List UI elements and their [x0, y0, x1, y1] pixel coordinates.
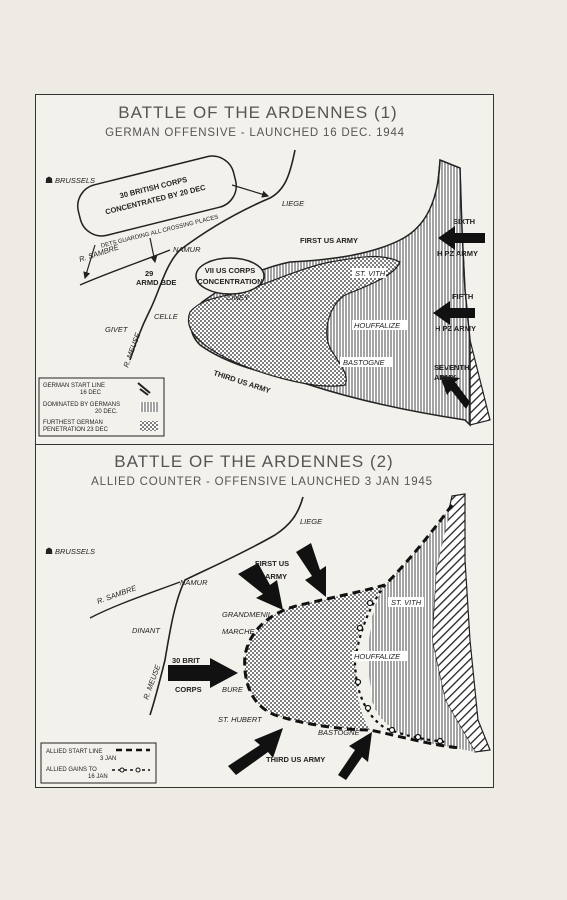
map2-brussels: BRUSSELS — [55, 547, 95, 556]
map1-houffalize-bg — [352, 320, 408, 330]
map-divider — [36, 444, 493, 445]
map2-bure: BURE — [222, 685, 244, 694]
map1-armd-bde-text: ARMD BDE — [136, 278, 176, 287]
map1-vii-corps-line2: CONCENTRATION — [197, 277, 262, 286]
map1-fifth: FIFTH — [452, 292, 473, 301]
map1-arrow-namur — [149, 237, 158, 264]
map1-river-meuse — [129, 149, 296, 361]
map2-legend-gains2: 16 JAN — [88, 774, 108, 780]
map1-arrow-liege — [231, 184, 270, 198]
map2-arrow-first-us-1 — [238, 563, 283, 610]
map1-subtitle: GERMAN OFFENSIVE - LAUNCHED 16 DEC. 1944 — [105, 127, 405, 139]
map1-sixth-sub: H PZ ARMY — [437, 249, 478, 258]
map1-armd-bde-29: 29 — [145, 269, 153, 278]
map2-first-us-2: ARMY — [265, 572, 287, 581]
map1-meuse: R. MEUSE — [121, 331, 142, 369]
map2-brit-corps-1: 30 BRIT — [172, 656, 200, 665]
map1-fifth-sub: H PZ ARMY — [435, 324, 476, 333]
map1-liege: LIEGE — [282, 199, 305, 208]
map1-arrow-sixth — [438, 226, 485, 250]
map2-brussels-marker: ☗ — [45, 546, 53, 556]
map1-bastogne: BASTOGNE — [343, 358, 386, 367]
map1-sixth: SIXTH — [453, 217, 475, 226]
map1-legend-dominated1: DOMINATED BY GERMANS — [43, 402, 120, 408]
map2-dinant: DINANT — [132, 626, 161, 635]
map1-legend-start-symbol — [137, 382, 151, 396]
map2-st-hubert: ST. HUBERT — [218, 715, 263, 724]
map2-legend-start1: ALLIED START LINE — [46, 749, 102, 755]
map1-givet: GIVET — [105, 325, 129, 334]
map1-legend-furthest1: FURTHEST GERMAN — [43, 420, 103, 426]
map1-arrow-seventh — [440, 376, 470, 409]
map2-grandmenil: GRANDMENIL — [222, 610, 272, 619]
map2-st-vith: ST. VITH — [391, 598, 422, 607]
map1-river-sambre — [79, 249, 171, 286]
map1-arrow-fifth — [433, 301, 475, 325]
map1-sambre: R. SAMBRE — [78, 242, 121, 264]
map2-title: BATTLE OF THE ARDENNES (2) — [114, 452, 393, 471]
map1-brussels-marker: ☗ — [45, 175, 53, 185]
map2-namur: NAMUR — [180, 578, 208, 587]
map2-subtitle: ALLIED COUNTER - OFFENSIVE LAUNCHED 3 JA… — [91, 476, 433, 488]
map2-diag-area — [431, 493, 491, 753]
map2-river-meuse — [149, 496, 304, 716]
map1-st-vith: ST. VITH — [355, 269, 386, 278]
map1-ciney: CINEY — [226, 293, 250, 302]
map1-title: BATTLE OF THE ARDENNES (1) — [118, 103, 397, 122]
map1-vii-corps-ellipse — [195, 257, 265, 295]
map1-vii-corps-line1: VII US CORPS — [205, 266, 255, 275]
map2-arrow-first-us-2 — [296, 543, 326, 597]
map2-brit-corps-2: CORPS — [175, 685, 202, 694]
map2-dotted-area — [244, 585, 385, 730]
map2-vlines-area — [368, 505, 475, 752]
map2-liege: LIEGE — [300, 517, 323, 526]
map2-allied-gains-line — [353, 584, 446, 744]
map2-houffalize-bg — [352, 651, 408, 661]
map2-arrow-third-2 — [338, 732, 372, 780]
map1-namur: NAMUR — [173, 245, 201, 254]
map1-seventh-sub: ARMY — [434, 373, 456, 382]
map2-legend-gains1: ALLIED GAINS TO — [46, 767, 97, 773]
map2-arrow-brit — [168, 658, 238, 688]
map2-bastogne: BASTOGNE — [318, 728, 361, 737]
map1-legend-start1: GERMAN START LINE — [43, 383, 105, 389]
map2-st-vith-bg — [388, 597, 424, 607]
map1-arrow-sambre — [83, 244, 96, 280]
map1-houffalize: HOUFFALIZE — [354, 321, 401, 330]
map2-legend-gains-dot2 — [135, 767, 141, 773]
map1-legend-dominated-swatch — [140, 402, 158, 412]
map2-legend — [40, 742, 157, 784]
map1-bastogne-bg — [340, 357, 392, 367]
map1-british-corps-box — [77, 155, 237, 237]
map1-celle: CELLE — [154, 312, 179, 321]
map1-legend-furthest-swatch — [140, 421, 158, 431]
map2-third-us-army: THIRD US ARMY — [266, 755, 325, 764]
map1-seventh: SEVENTH — [434, 363, 469, 372]
map2-legend-gains-dot1 — [119, 767, 125, 773]
map1-st-vith-bg — [352, 268, 386, 278]
map2-marche: MARCHE — [222, 627, 255, 636]
map1-brussels: BRUSSELS — [55, 176, 95, 185]
map1-first-us-army: FIRST US ARMY — [300, 236, 358, 245]
map1-legend-dominated2: 20 DEC. — [95, 409, 118, 415]
map2-arrow-third-1 — [228, 728, 283, 775]
map1-legend-furthest2: PENETRATION 23 DEC — [43, 427, 109, 433]
map1-furthest-penetration — [187, 255, 401, 387]
map2-sambre: R. SAMBRE — [96, 583, 139, 606]
map2-first-us-1: FIRST US — [255, 559, 289, 568]
map2-houffalize: HOUFFALIZE — [354, 652, 401, 661]
map2-allied-start-line — [243, 504, 461, 750]
map2-legend-start2: 3 JAN — [100, 756, 116, 762]
map2-river-sambre — [89, 581, 181, 619]
map1-legend-start2: 16 DEC — [80, 390, 102, 396]
